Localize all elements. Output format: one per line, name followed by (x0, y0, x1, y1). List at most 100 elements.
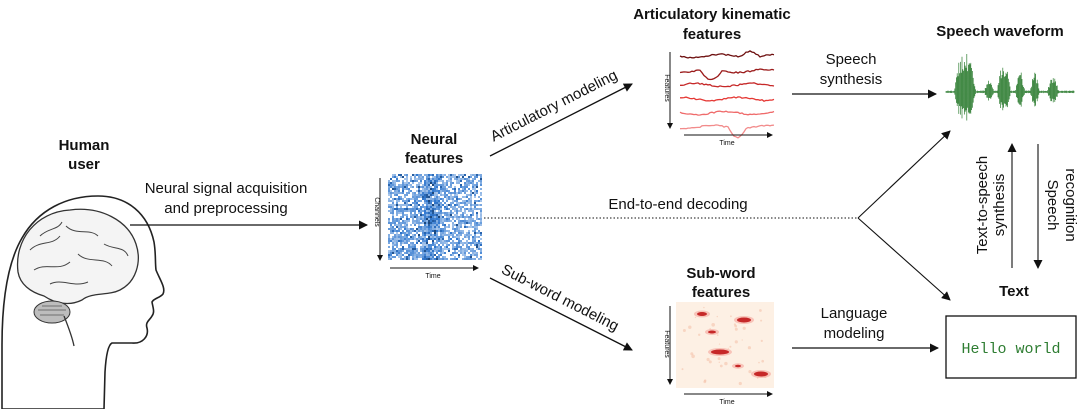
end-to-end-to-speech-arrow (857, 130, 951, 219)
heatmap-cell (438, 210, 440, 212)
heatmap-cell (450, 220, 452, 222)
heatmap-cell (466, 248, 468, 250)
heatmap-cell (434, 218, 436, 220)
heatmap-cell (432, 254, 434, 256)
heatmap-cell (458, 190, 460, 192)
heatmap-cell (392, 222, 394, 224)
heatmap-cell (440, 188, 442, 190)
heatmap-cell (476, 192, 478, 194)
heatmap-cell (462, 190, 464, 192)
heatmap-cell (474, 196, 476, 198)
heatmap-cell (448, 214, 450, 216)
heatmap-cell (472, 184, 474, 186)
heatmap-cell (426, 216, 428, 218)
heatmap-cell (454, 232, 456, 234)
heatmap-cell (470, 180, 472, 182)
heatmap-cell (412, 242, 414, 244)
heatmap-cell (410, 236, 412, 238)
heatmap-cell (438, 174, 440, 176)
heatmap-cell (478, 180, 480, 182)
heatmap-cell (412, 194, 414, 196)
heatmap-cell (434, 234, 436, 236)
heatmap-cell (456, 236, 458, 238)
heatmap-cell (446, 246, 448, 248)
heatmap-cell (480, 258, 482, 260)
heatmap-cell (422, 206, 424, 208)
heatmap-cell (404, 248, 406, 250)
heatmap-cell (390, 206, 392, 208)
heatmap-cell (440, 174, 442, 176)
heatmap-cell (470, 218, 472, 220)
heatmap-cell (452, 236, 454, 238)
heatmap-cell (452, 202, 454, 204)
heatmap-cell (406, 178, 408, 180)
heatmap-cell (434, 224, 436, 226)
heatmap-cell (462, 250, 464, 252)
heatmap-cell (404, 220, 406, 222)
heatmap-cell (476, 200, 478, 202)
heatmap-cell (480, 232, 482, 234)
heatmap-cell (460, 208, 462, 210)
heatmap-cell (470, 224, 472, 226)
heatmap-cell (446, 226, 448, 228)
heatmap-cell (408, 208, 410, 210)
heatmap-cell (430, 220, 432, 222)
heatmap-cell (394, 218, 396, 220)
heatmap-cell (462, 206, 464, 208)
heatmap-cell (442, 228, 444, 230)
heatmap-cell (420, 256, 422, 258)
heatmap-cell (424, 244, 426, 246)
sr-label-line1: Speech (1044, 180, 1061, 231)
heatmap-cell (398, 184, 400, 186)
heatmap-cell (428, 188, 430, 190)
heatmap-cell (442, 224, 444, 226)
heatmap-cell (430, 174, 432, 176)
acquisition-label-line1: Neural signal acquisition (145, 180, 308, 197)
heatmap-cell (426, 212, 428, 214)
heatmap-cell (408, 256, 410, 258)
heatmap-cell (430, 224, 432, 226)
heatmap-cell (464, 208, 466, 210)
heatmap-cell (388, 240, 390, 242)
heatmap-cell (452, 196, 454, 198)
heatmap-cell (400, 234, 402, 236)
heatmap-cell (464, 258, 466, 260)
heatmap-cell (464, 210, 466, 212)
heatmap-cell (474, 194, 476, 196)
heatmap-cell (406, 188, 408, 190)
heatmap-cell (464, 248, 466, 250)
heatmap-cell (438, 214, 440, 216)
heatmap-cell (444, 228, 446, 230)
text-output-box (945, 315, 1077, 379)
heatmap-cell (432, 188, 434, 190)
subword-heatmap (681, 306, 771, 386)
heatmap-cell (434, 238, 436, 240)
heatmap-cell (476, 184, 478, 186)
heatmap-cell (464, 184, 466, 186)
heatmap-cell (432, 208, 434, 210)
heatmap-cell (392, 210, 394, 212)
heatmap-cell (438, 218, 440, 220)
heatmap-cell (440, 222, 442, 224)
heatmap-cell (450, 258, 452, 260)
heatmap-cell (410, 228, 412, 230)
heatmap-cell (426, 190, 428, 192)
heatmap-cell (394, 252, 396, 254)
heatmap-cell (412, 216, 414, 218)
heatmap-cell (452, 240, 454, 242)
heatmap-cell (448, 216, 450, 218)
heatmap-cell (462, 216, 464, 218)
heatmap-cell (402, 186, 404, 188)
heatmap-cell (402, 226, 404, 228)
heatmap-cell (412, 206, 414, 208)
heatmap-cell (448, 238, 450, 240)
heatmap-cell (430, 196, 432, 198)
heatmap-cell (456, 216, 458, 218)
heatmap-cell (418, 176, 420, 178)
heatmap-cell (402, 208, 404, 210)
heatmap-cell (462, 196, 464, 198)
heatmap-cell (418, 196, 420, 198)
articulatory-y-label: Features (663, 74, 670, 102)
heatmap-cell (442, 256, 444, 258)
heatmap-cell (414, 246, 416, 248)
